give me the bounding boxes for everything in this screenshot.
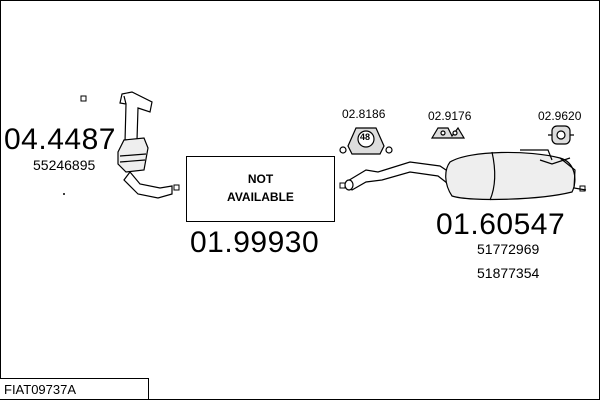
oe-number: 55246895	[33, 157, 96, 173]
diagram-code-box: FIAT09737A	[0, 378, 149, 399]
rubber-mount-drawing	[339, 127, 393, 155]
marker-square	[339, 182, 346, 189]
clamp-drawing	[430, 126, 466, 139]
accessory-part-number: 02.8186	[342, 107, 386, 121]
part-number-middle: 01.99930	[190, 226, 320, 259]
oe-number: 51877354	[477, 265, 540, 281]
not-available-line2: AVAILABLE	[227, 190, 294, 204]
diagram-code: FIAT09737A	[4, 382, 77, 397]
accessory-part-number: 02.9620	[538, 109, 582, 123]
mount-badge: 48	[360, 132, 371, 142]
marker-dot	[63, 193, 65, 195]
oe-number: 51772969	[477, 241, 540, 257]
not-available-line1: NOT	[247, 172, 274, 186]
not-available-box: NOT AVAILABLE	[186, 156, 335, 222]
catalytic-converter-drawing	[117, 91, 173, 199]
part-number-rear-silencer: 01.60547	[436, 208, 566, 241]
hanger-drawing	[548, 125, 574, 145]
marker-square	[173, 184, 180, 191]
rear-silencer-drawing	[344, 149, 587, 201]
accessory-part-number: 02.9176	[428, 109, 472, 123]
part-number-catalyst: 04.4487	[4, 123, 116, 156]
marker-square	[80, 95, 87, 102]
